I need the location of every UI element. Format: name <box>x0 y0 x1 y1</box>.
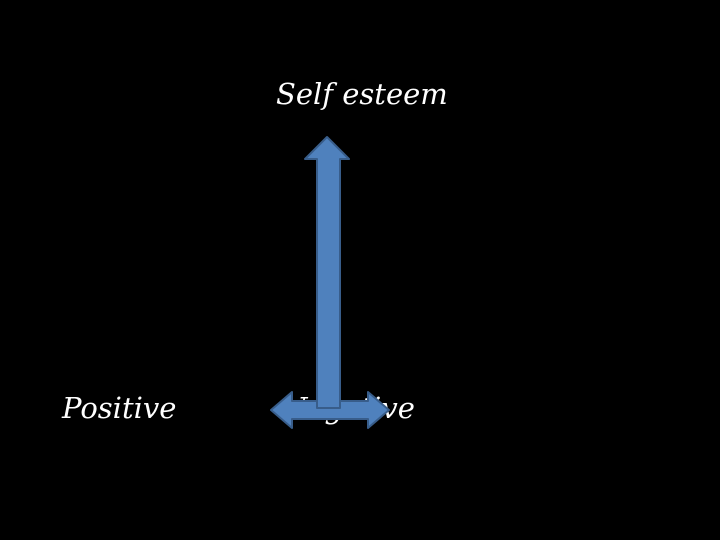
self-esteem-label: Self esteem <box>276 77 448 111</box>
positive-label: Positive <box>62 391 177 425</box>
horizontal-double-arrow <box>270 391 390 429</box>
vertical-up-arrow <box>304 136 350 409</box>
